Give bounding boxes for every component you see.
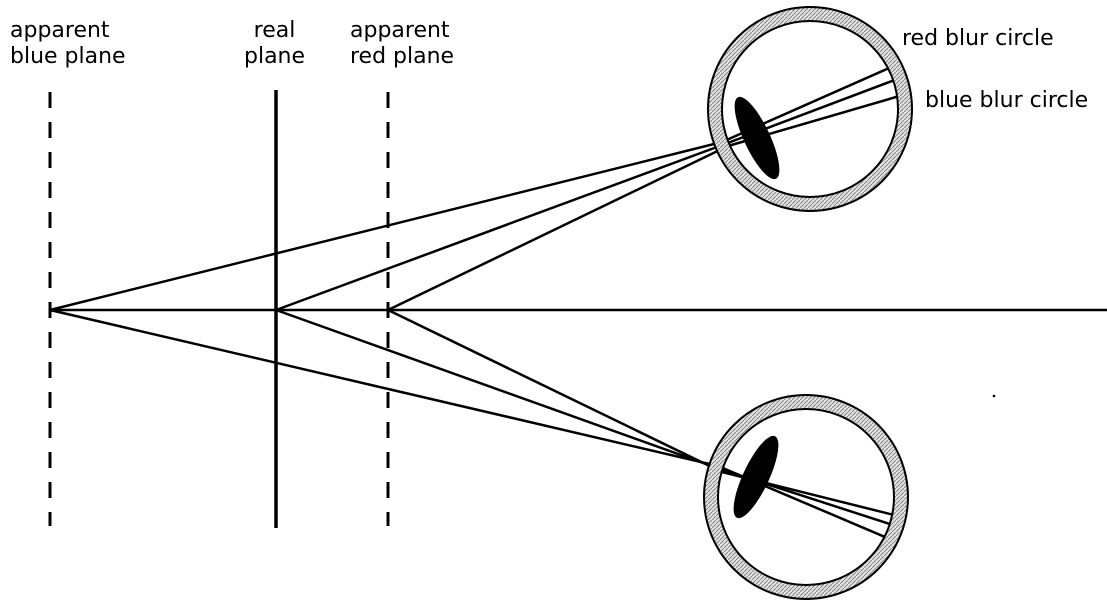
upper-eye: [708, 7, 912, 211]
apparent-blue-plane-label-line1: apparent: [10, 18, 126, 44]
rays-lower-eye: [50, 310, 902, 540]
apparent-blue-plane-label-line2: blue plane: [10, 44, 126, 70]
apparent-blue-plane-label: apparent blue plane: [10, 18, 126, 70]
blue-blur-circle-label: blue blur circle: [925, 88, 1088, 114]
speck: [993, 395, 996, 398]
apparent-red-plane-label-line1: apparent: [350, 18, 454, 44]
red-blur-circle-label: red blur circle: [902, 26, 1054, 52]
apparent-red-plane-label: apparent red plane: [350, 18, 454, 70]
real-plane-label-line2: plane: [244, 44, 305, 70]
real-plane-label: real plane: [244, 18, 305, 70]
apparent-red-plane-label-line2: red plane: [350, 44, 454, 70]
real-plane-label-line1: real: [244, 18, 305, 44]
rays-upper-eye: [50, 65, 903, 310]
